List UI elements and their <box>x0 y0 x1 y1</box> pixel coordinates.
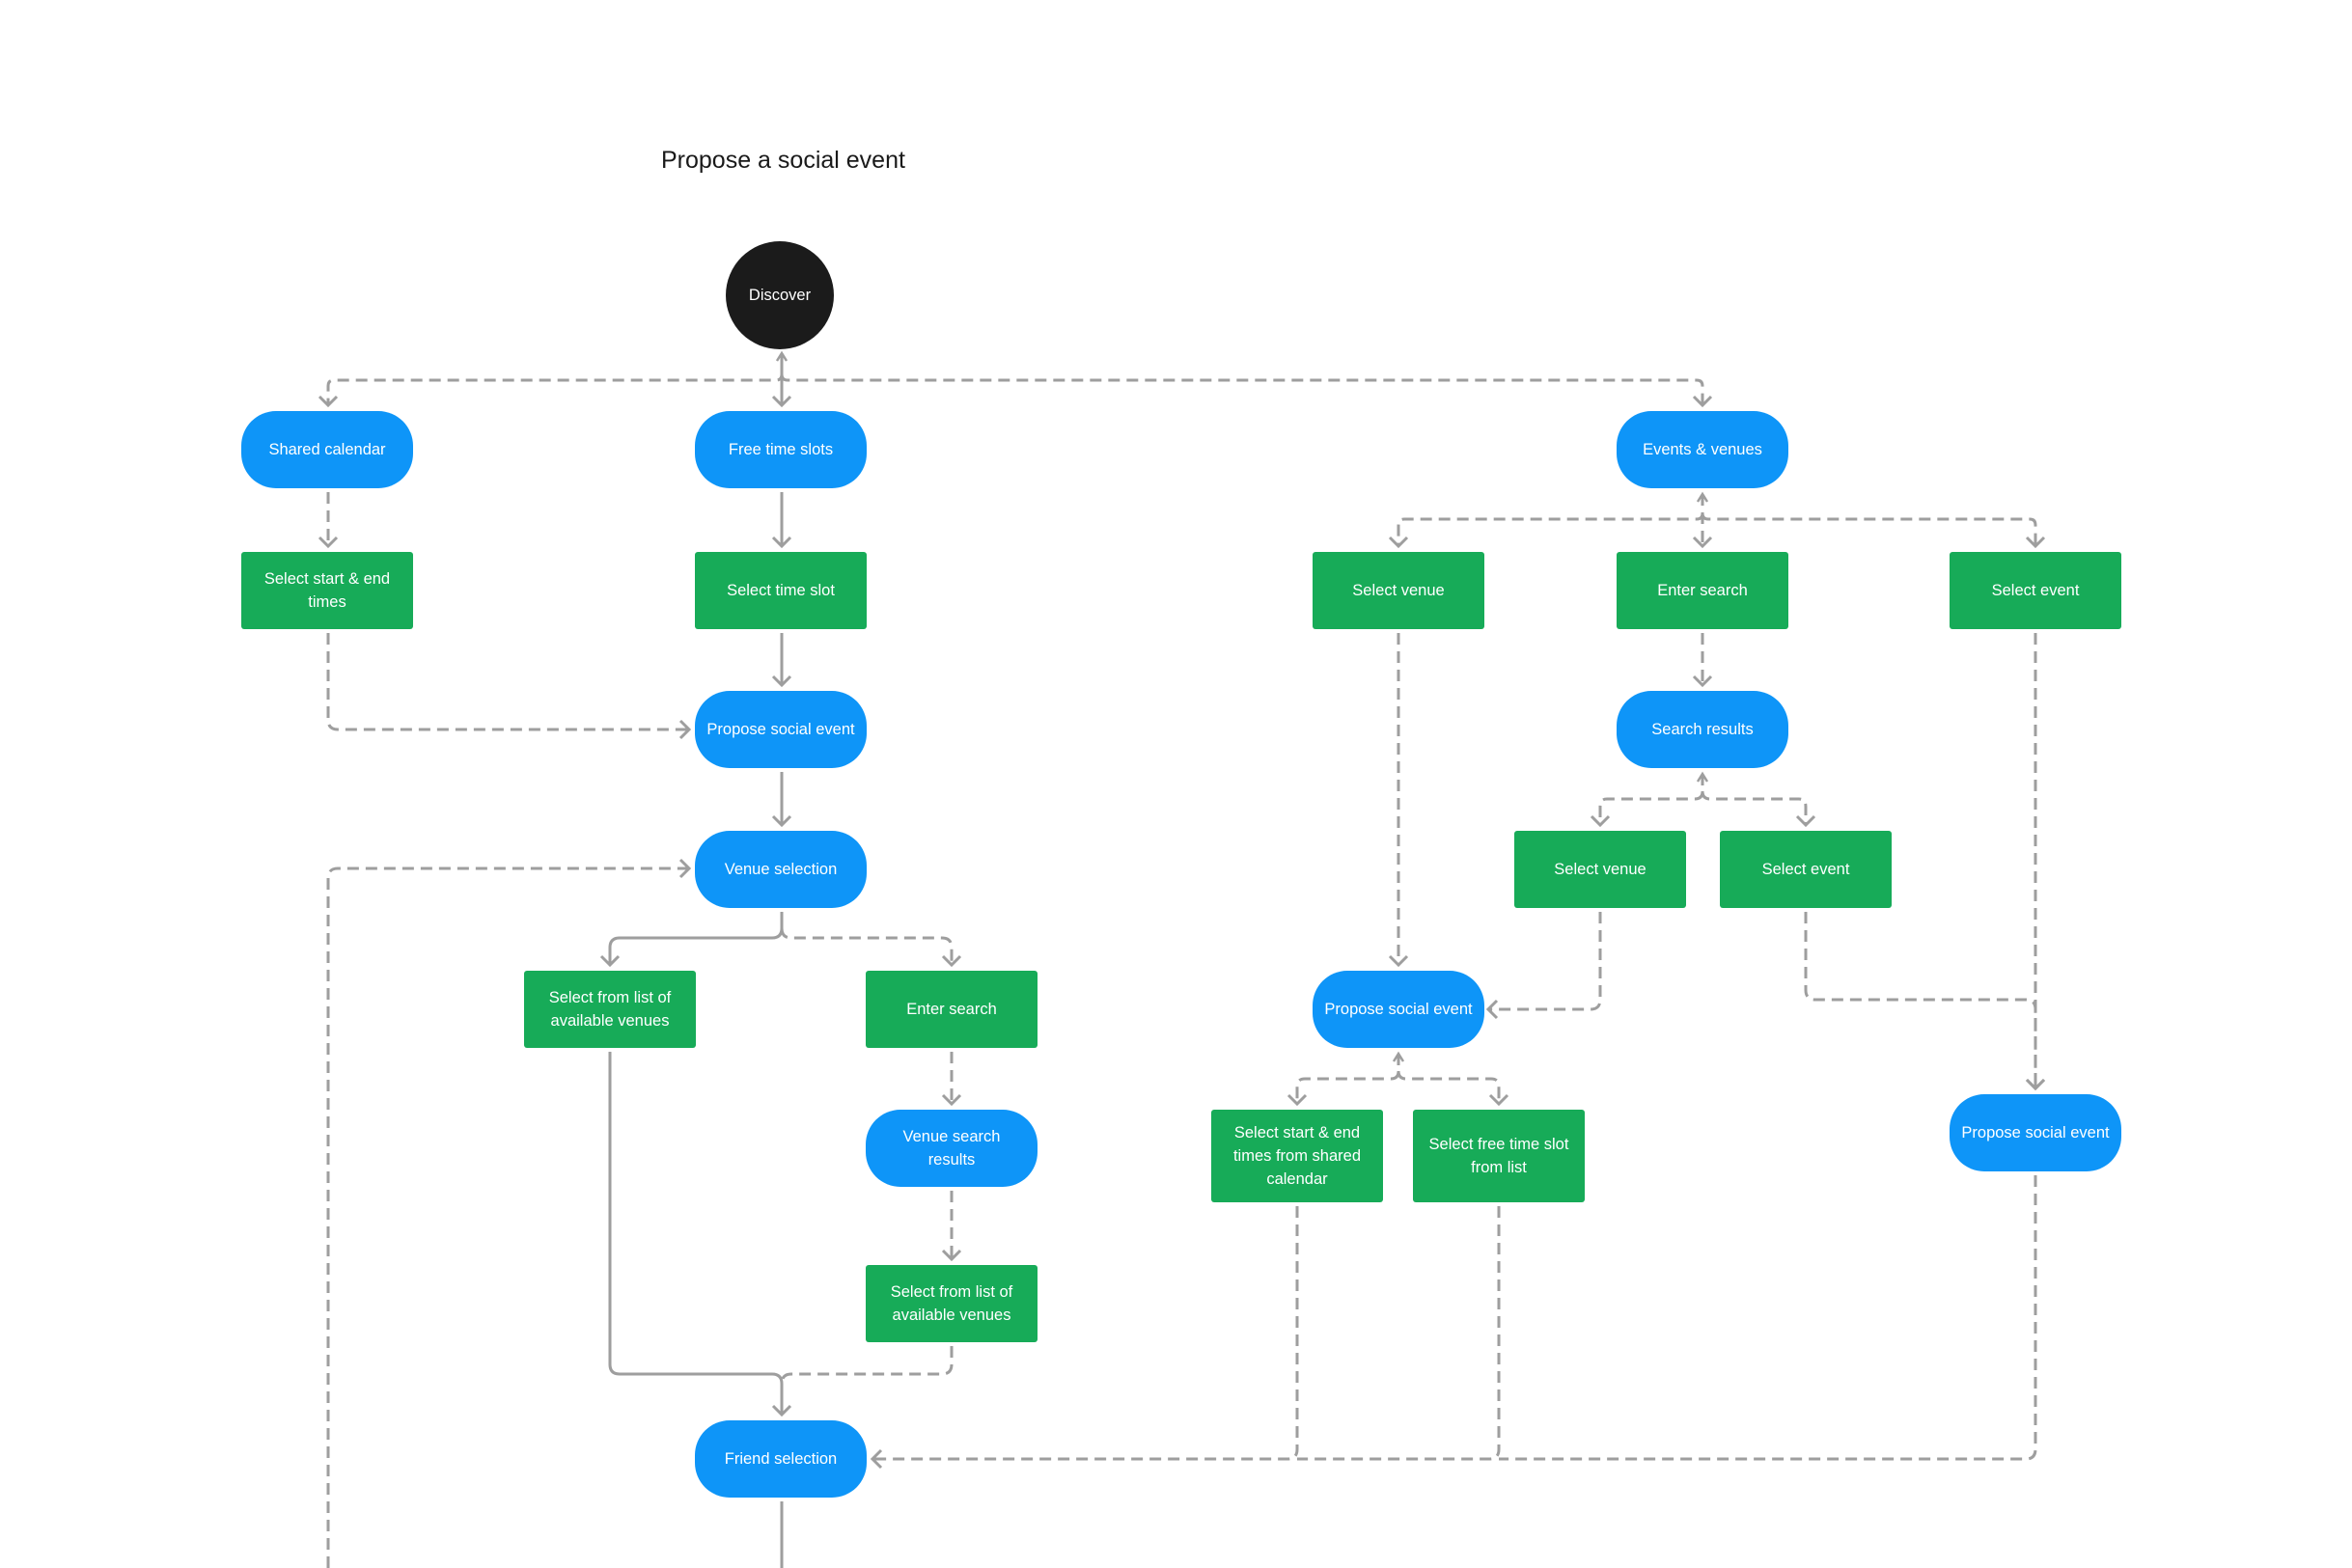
discover-node[interactable]: Discover <box>726 241 834 349</box>
edge-propose2-shared-arrowhead <box>1287 1093 1308 1107</box>
select-venue-node-1[interactable]: Select venue <box>1313 552 1484 629</box>
edge-select-slot-propose-arrowhead <box>771 674 792 688</box>
enter-search-node-1[interactable]: Enter search <box>1617 552 1788 629</box>
edge-select-event2-propose-3 <box>1804 912 2037 1088</box>
select-venue-node-2[interactable]: Select venue <box>1514 831 1686 908</box>
edge-list1-friend-arrowhead <box>771 1404 792 1417</box>
branch-origin-marker-4 <box>1392 1051 1405 1062</box>
edge-list2-friend <box>780 1346 954 1385</box>
venue-search-results-node[interactable]: Venue search results <box>866 1110 1038 1187</box>
edge-results-select-event-arrowhead <box>1795 814 1816 828</box>
edge-freeslot-friend <box>1297 1206 1501 1461</box>
edge-events-enter-search-arrowhead <box>1692 536 1713 549</box>
friend-selection-node[interactable]: Friend selection <box>695 1420 867 1498</box>
edge-discover-events-venues <box>780 373 1704 405</box>
edge-select-venue2-propose-2-arrowhead <box>1485 999 1499 1020</box>
edge-enter-search2-results-arrowhead <box>941 1093 962 1107</box>
edge-free-slots-select-slot-arrowhead <box>771 536 792 549</box>
select-from-list-node-1[interactable]: Select from list of available venues <box>524 971 696 1048</box>
edge-loop-venue-selection-arrowhead <box>678 858 692 879</box>
edge-select-event1-propose-3-arrowhead <box>2025 1078 2046 1091</box>
edge-vsr-list2-arrowhead <box>941 1249 962 1262</box>
shared-calendar-node[interactable]: Shared calendar <box>241 411 413 488</box>
edge-shared-calendar-select-times-arrowhead <box>318 536 339 549</box>
select-from-list-node-2[interactable]: Select from list of available venues <box>866 1265 1038 1342</box>
select-free-time-slot-node[interactable]: Select free time slot from list <box>1413 1110 1585 1202</box>
branch-origin-marker-3 <box>1696 771 1709 783</box>
edge-results-select-venue-arrowhead <box>1590 814 1611 828</box>
edge-select-venue2-propose-2 <box>1488 912 1602 1011</box>
diagram-title: Propose a social event <box>661 147 905 174</box>
edge-discover-shared-calendar-arrowhead <box>318 395 339 408</box>
edge-venue-sel-list-arrowhead <box>599 954 621 968</box>
edge-loop-venue-selection <box>326 867 689 1568</box>
edge-propose2-freeslot <box>1397 1070 1501 1104</box>
propose-social-event-node-2[interactable]: Propose social event <box>1313 971 1484 1048</box>
edge-shared-friend <box>872 1206 1299 1461</box>
select-start-end-times-node[interactable]: Select start & end times <box>241 552 413 629</box>
edge-events-select-event-arrowhead <box>2025 536 2046 549</box>
edge-events-select-event <box>1701 512 2037 546</box>
edge-discover-events-venues-arrowhead <box>1692 395 1713 408</box>
enter-search-node-2[interactable]: Enter search <box>866 971 1038 1048</box>
edge-events-select-venue <box>1397 494 1704 546</box>
free-time-slots-node[interactable]: Free time slots <box>695 411 867 488</box>
edge-results-select-event <box>1701 790 1808 825</box>
edge-venue-sel-search-arrowhead <box>941 954 962 968</box>
search-results-node[interactable]: Search results <box>1617 691 1788 768</box>
edge-select-times-propose-arrowhead <box>678 719 692 740</box>
edge-propose-venue-selection-arrowhead <box>771 814 792 828</box>
propose-social-event-node-1[interactable]: Propose social event <box>695 691 867 768</box>
edge-events-select-venue-arrowhead <box>1388 536 1409 549</box>
branch-origin-marker-2 <box>1696 491 1709 503</box>
select-event-node-2[interactable]: Select event <box>1720 831 1892 908</box>
edge-propose3-friend <box>1499 1175 2037 1461</box>
events-venues-node[interactable]: Events & venues <box>1617 411 1788 488</box>
select-start-end-shared-node[interactable]: Select start & end times from shared cal… <box>1211 1110 1383 1202</box>
branch-origin-marker-1 <box>775 350 789 362</box>
edge-select-venue-propose-2-arrowhead <box>1388 954 1409 968</box>
venue-selection-node[interactable]: Venue selection <box>695 831 867 908</box>
propose-social-event-node-3[interactable]: Propose social event <box>1950 1094 2121 1171</box>
edge-list1-friend <box>608 1052 784 1415</box>
edge-venue-sel-search <box>780 927 954 965</box>
select-time-slot-node[interactable]: Select time slot <box>695 552 867 629</box>
select-event-node-1[interactable]: Select event <box>1950 552 2121 629</box>
edge-propose2-freeslot-arrowhead <box>1488 1093 1509 1107</box>
edge-select-times-propose <box>326 633 689 731</box>
edge-discover-free-time-slots-arrowhead <box>771 395 792 408</box>
edge-propose2-shared <box>1295 1054 1400 1104</box>
edge-results-select-venue <box>1598 774 1704 825</box>
edge-enter-search-results-arrowhead <box>1692 674 1713 688</box>
edge-venue-sel-list <box>608 912 784 965</box>
edge-shared-friend-arrowhead <box>870 1448 883 1470</box>
edge-discover-shared-calendar <box>326 373 784 405</box>
